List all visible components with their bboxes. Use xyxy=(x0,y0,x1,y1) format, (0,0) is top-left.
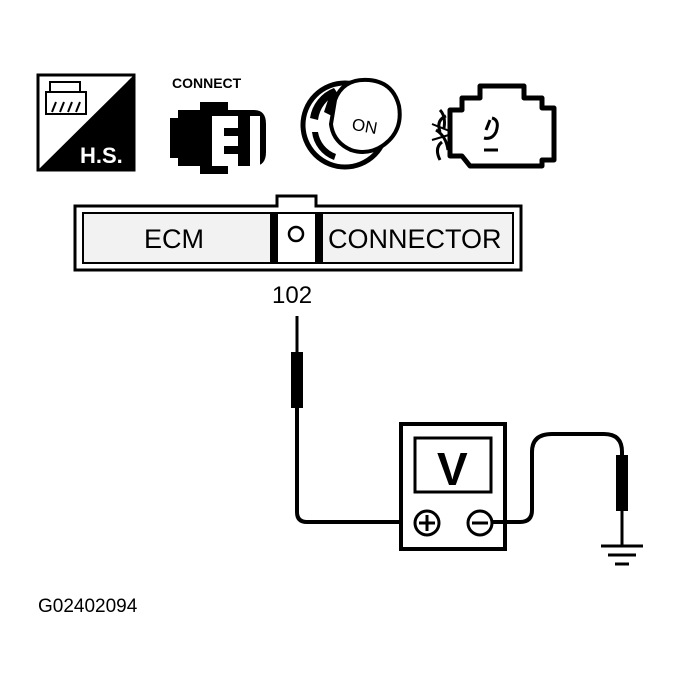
ignition-on-label: ON xyxy=(350,115,378,138)
connector-icon: CONNECT xyxy=(170,75,266,174)
meter-label: V xyxy=(437,443,468,495)
connect-label: CONNECT xyxy=(172,75,242,91)
pin-label: 102 xyxy=(272,282,312,309)
ecm-connector: ECM CONNECTOR xyxy=(73,194,523,272)
ground-icon xyxy=(601,544,643,566)
connector-right-label: CONNECTOR xyxy=(328,224,502,254)
positive-probe xyxy=(291,316,412,524)
figure-code: G02402094 xyxy=(38,596,138,617)
negative-lead xyxy=(492,432,628,545)
engine-icon xyxy=(431,83,557,169)
positive-terminal xyxy=(413,509,441,537)
ignition-key-icon: ON xyxy=(300,77,402,170)
hs-label: H.S. xyxy=(80,143,123,168)
connector-left-label: ECM xyxy=(144,224,204,254)
voltmeter: V xyxy=(399,422,507,551)
harness-sensor-icon: H.S. xyxy=(36,73,136,172)
negative-terminal xyxy=(466,509,494,537)
pin-hole xyxy=(287,225,305,243)
